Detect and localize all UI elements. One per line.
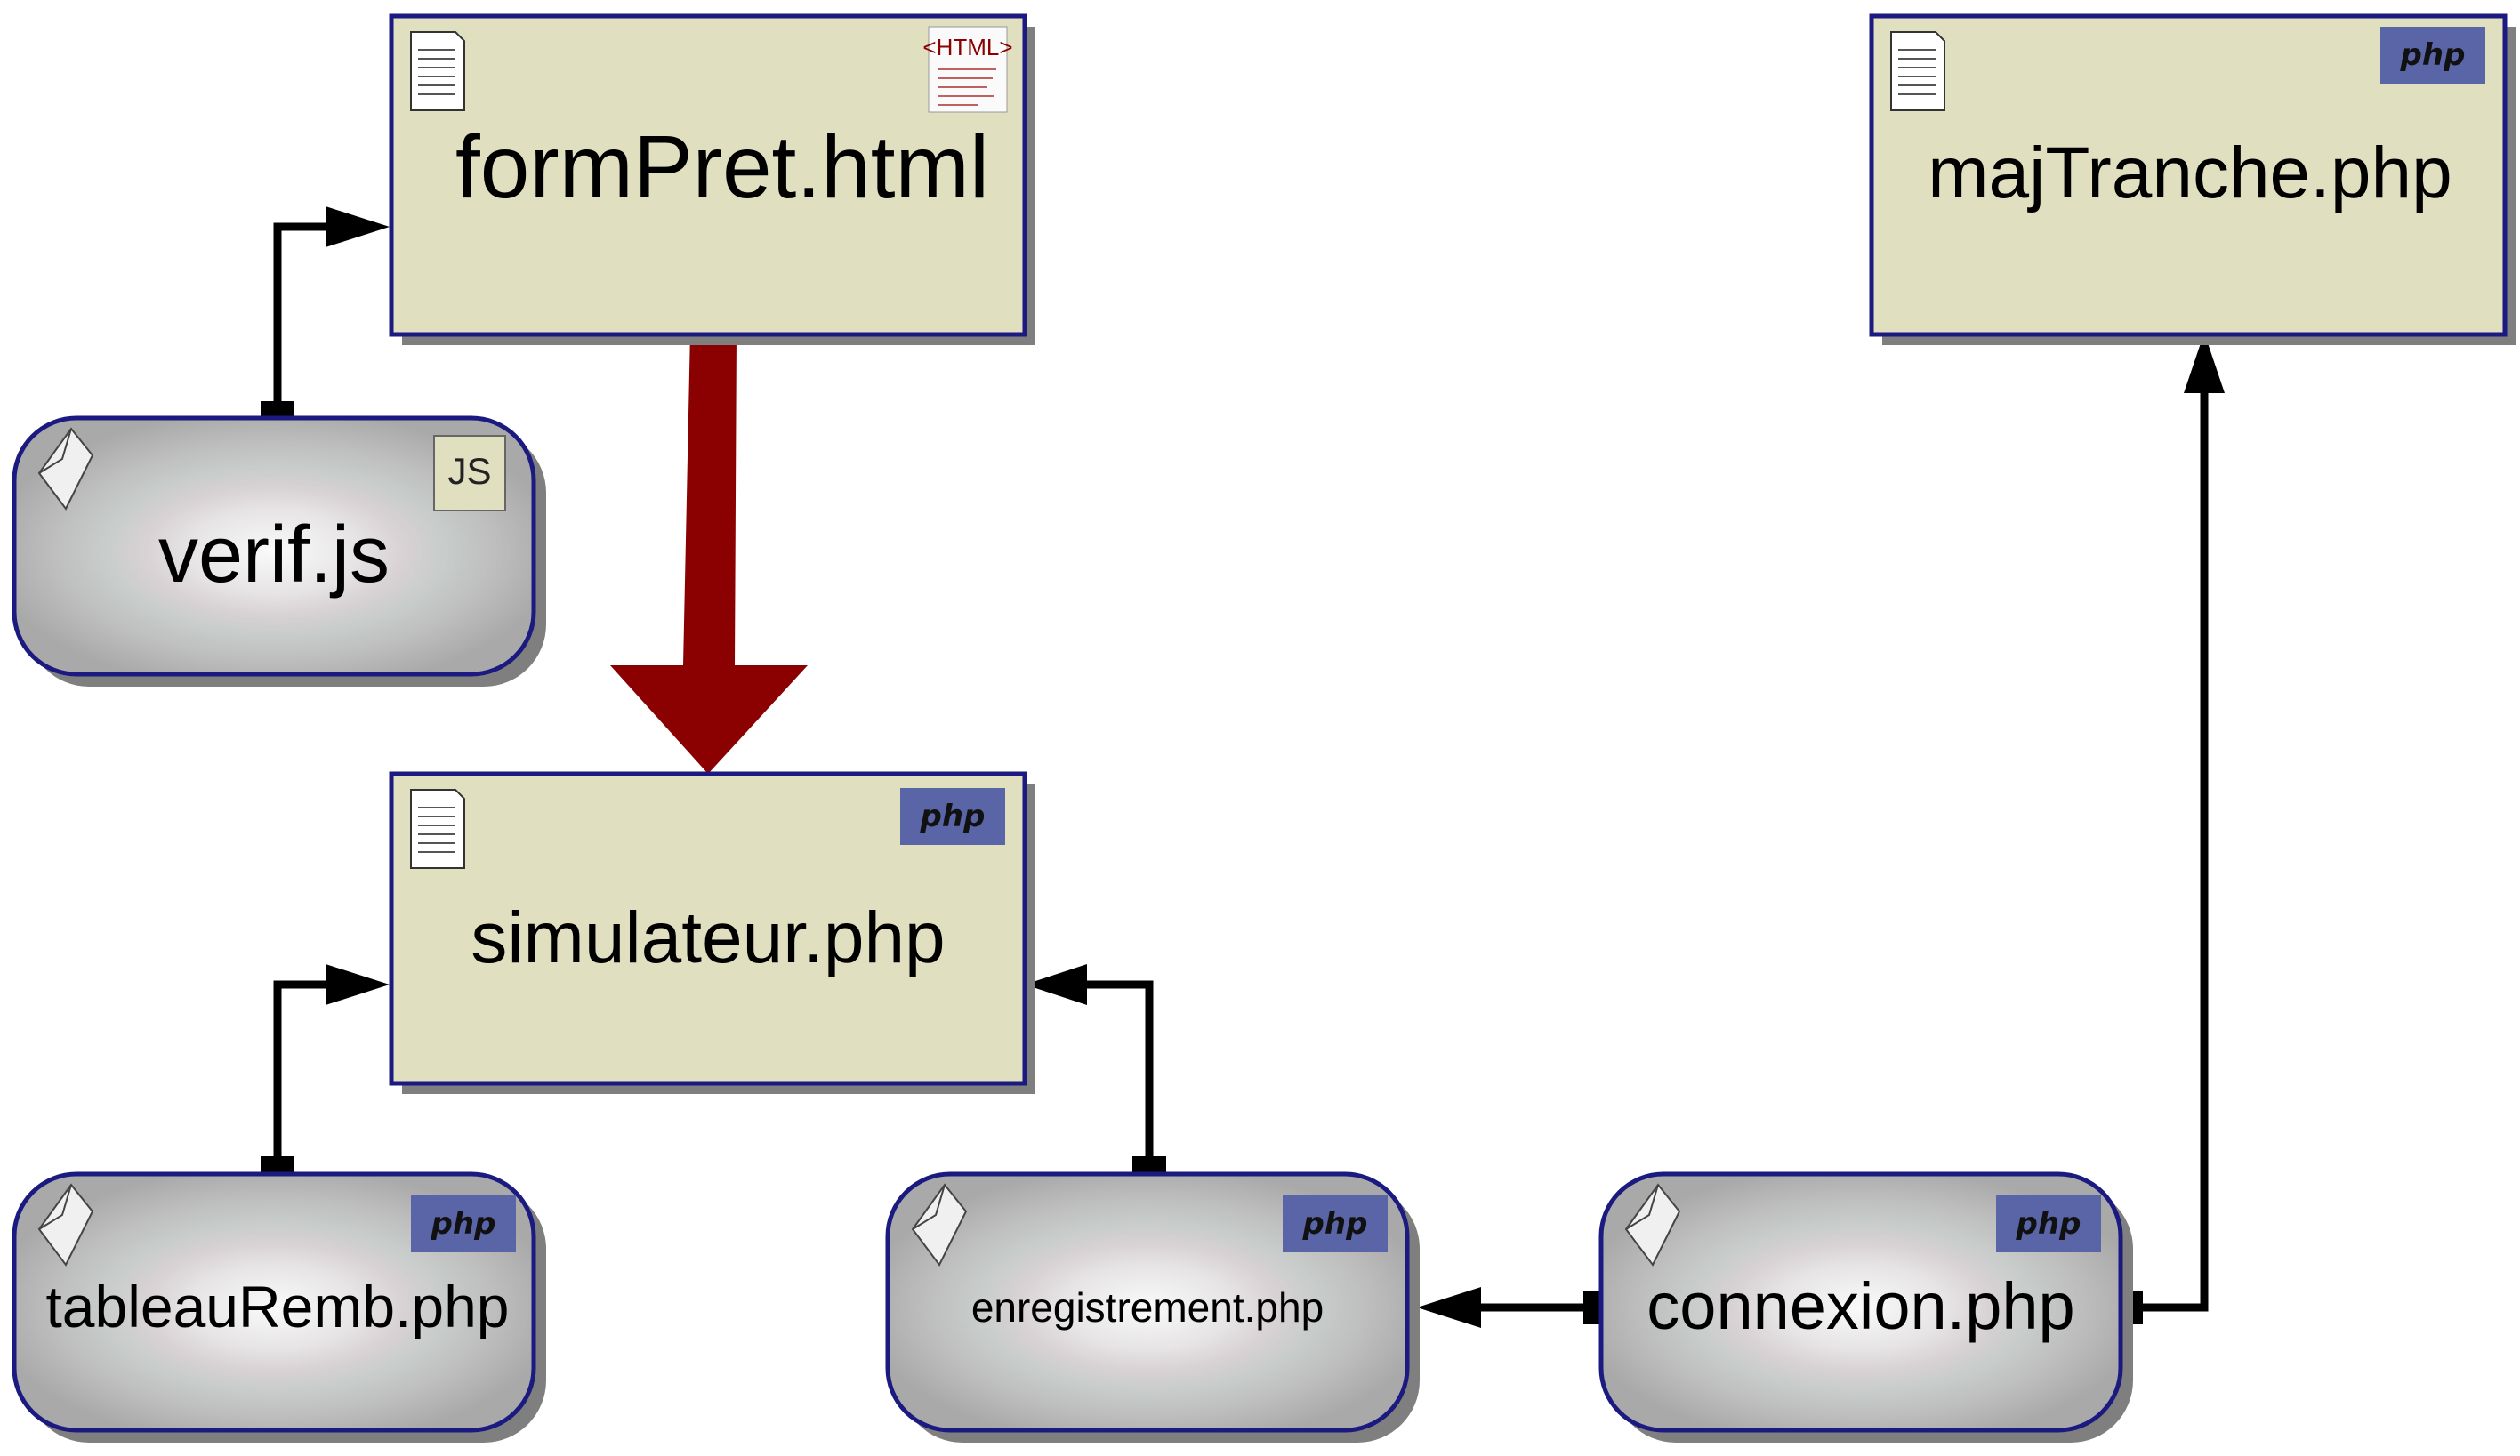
page-node-majtranche[interactable]: php majTranche.php bbox=[1869, 13, 2516, 345]
document-icon bbox=[410, 789, 465, 869]
document-icon bbox=[410, 31, 465, 111]
script-node-connexion[interactable]: php connexion.php bbox=[1598, 1171, 2133, 1443]
link-formpret-to-simulateur bbox=[610, 331, 808, 774]
php-badge: php bbox=[1283, 1195, 1388, 1252]
svg-text:php: php bbox=[431, 1206, 496, 1242]
script-label-enregistrement: enregistrement.php bbox=[971, 1284, 1324, 1331]
script-node-verif[interactable]: JS verif.js bbox=[12, 415, 546, 687]
script-node-enregistrement[interactable]: php enregistrement.php bbox=[885, 1171, 1420, 1443]
link-verif-to-formpret bbox=[261, 206, 390, 435]
script-label-connexion: connexion.php bbox=[1646, 1269, 2074, 1343]
page-curl-icon bbox=[911, 1183, 968, 1267]
svg-text:php: php bbox=[1302, 1206, 1368, 1242]
svg-text:php: php bbox=[2016, 1206, 2081, 1242]
page-label-formpret: formPret.html bbox=[455, 117, 989, 217]
php-badge: php bbox=[411, 1195, 516, 1252]
php-badge: php bbox=[900, 788, 1005, 845]
script-label-tableauremb: tableauRemb.php bbox=[45, 1274, 509, 1339]
links bbox=[261, 206, 2225, 1328]
link-connexion-to-enregistrement bbox=[1417, 1287, 1617, 1328]
link-enregistrement-to-simulateur bbox=[1025, 964, 1166, 1190]
page-node-simulateur[interactable]: php simulateur.php bbox=[389, 771, 1035, 1094]
html-document-icon: <HTML> bbox=[922, 26, 1013, 113]
svg-text:php: php bbox=[920, 799, 986, 834]
svg-text:php: php bbox=[2400, 37, 2466, 73]
script-node-tableauremb[interactable]: php tableauRemb.php bbox=[12, 1171, 546, 1443]
js-badge: JS bbox=[433, 435, 506, 511]
page-label-majtranche: majTranche.php bbox=[1928, 133, 2452, 213]
link-tableauremb-to-simulateur bbox=[261, 964, 390, 1190]
page-curl-icon bbox=[1624, 1183, 1681, 1267]
page-label-simulateur: simulateur.php bbox=[471, 897, 945, 978]
svg-text:JS: JS bbox=[447, 450, 491, 492]
script-label-verif: verif.js bbox=[158, 511, 390, 599]
document-icon bbox=[1890, 31, 1945, 111]
html-badge-text: <HTML> bbox=[922, 34, 1012, 60]
page-curl-icon bbox=[37, 427, 94, 511]
php-badge: php bbox=[2380, 27, 2485, 84]
link-connexion-to-majtranche bbox=[2109, 333, 2225, 1324]
php-badge: php bbox=[1996, 1195, 2101, 1252]
page-curl-icon bbox=[37, 1183, 94, 1267]
page-node-formpret[interactable]: <HTML> formPret.html bbox=[389, 13, 1035, 345]
